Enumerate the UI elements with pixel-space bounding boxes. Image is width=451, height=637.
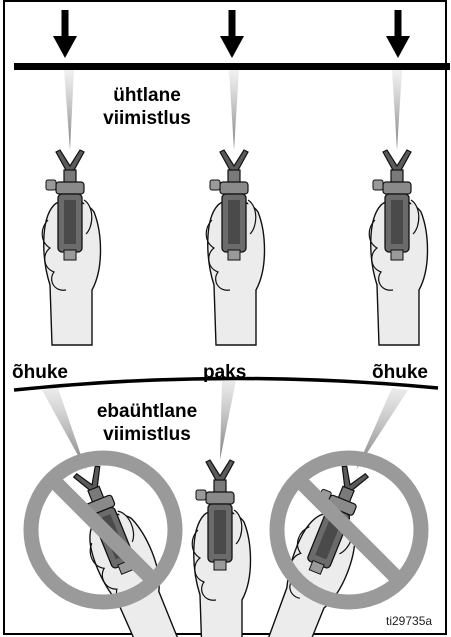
spray-gun-hand-icon xyxy=(42,150,100,345)
spray-gun-hand-icon xyxy=(206,150,264,345)
down-arrow-icon xyxy=(220,10,244,58)
surface-line-top xyxy=(14,63,450,70)
caption-line: ühtlane xyxy=(92,84,202,107)
thin-label-left: õhuke xyxy=(12,362,68,384)
spray-fan xyxy=(64,70,74,150)
spray-fan xyxy=(220,380,236,460)
even-finish-caption: ühtlane viimistlus xyxy=(92,84,202,130)
spray-fan xyxy=(229,70,239,150)
thin-label-right: õhuke xyxy=(372,362,428,384)
spray-gun-hand-icon xyxy=(192,460,250,637)
spray-fan xyxy=(392,70,402,150)
caption-line: ebaühtlane xyxy=(92,400,202,423)
figure-id: ti29735a xyxy=(386,614,432,628)
down-arrow-icon xyxy=(53,10,77,58)
thick-label-center: paks xyxy=(203,362,246,384)
spray-gun-hand-icon xyxy=(369,150,427,345)
down-arrow-icon xyxy=(386,10,410,58)
caption-line: viimistlus xyxy=(92,107,202,130)
uneven-finish-caption: ebaühtlane viimistlus xyxy=(92,400,202,446)
caption-line: viimistlus xyxy=(92,423,202,446)
